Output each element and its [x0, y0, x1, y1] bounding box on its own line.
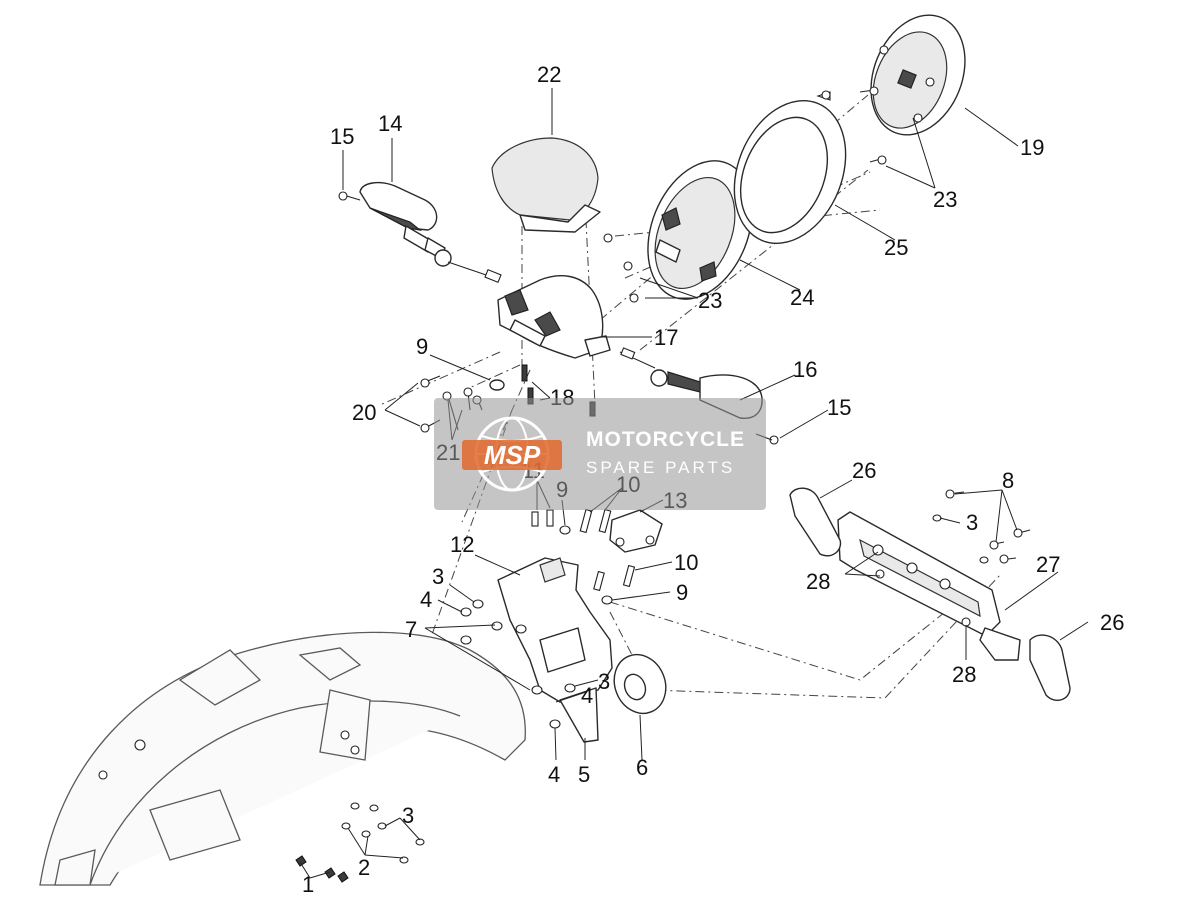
part-10-11-screws	[531, 508, 636, 605]
callout-3: 3	[966, 510, 978, 535]
callout-19: 19	[1020, 135, 1044, 160]
callout-3: 3	[432, 564, 444, 589]
callout-27: 27	[1036, 552, 1060, 577]
part-26-side-reflectors	[789, 487, 1071, 702]
callout-5: 5	[578, 762, 590, 787]
watermark-tagline: SPARE PARTS	[586, 458, 736, 477]
part-25-lens-ring	[733, 99, 847, 245]
part-8-screws	[932, 489, 1031, 564]
callout-23: 23	[698, 288, 722, 313]
part-6-reflector	[613, 653, 667, 715]
watermark-banner: MSP MOTORCYCLE SPARE PARTS	[434, 398, 766, 510]
part-12-license-bracket	[497, 557, 613, 743]
callout-28: 28	[806, 569, 830, 594]
callout-20: 20	[352, 400, 376, 425]
callout-12: 12	[450, 532, 474, 557]
callout-10: 10	[674, 550, 698, 575]
callout-15: 15	[330, 124, 354, 149]
part-22-tail-cover	[491, 137, 601, 233]
callout-8: 8	[1002, 468, 1014, 493]
logo-text: MSP	[484, 440, 541, 470]
callout-24: 24	[790, 285, 814, 310]
part-19-lamp-body	[870, 14, 966, 136]
callout-9: 9	[676, 580, 688, 605]
callout-7: 7	[405, 617, 417, 642]
callout-4: 4	[420, 587, 432, 612]
callout-4: 4	[548, 762, 560, 787]
callout-26: 26	[1100, 610, 1124, 635]
callout-9: 9	[416, 334, 428, 359]
callout-26: 26	[852, 458, 876, 483]
globe-logo-icon: MSP	[462, 416, 562, 492]
callout-17: 17	[654, 325, 678, 350]
callout-3: 3	[402, 803, 414, 828]
callout-4: 4	[581, 683, 593, 708]
callout-3: 3	[598, 669, 610, 694]
callout-16: 16	[793, 357, 817, 382]
callout-25: 25	[884, 235, 908, 260]
part-3-4-7-nuts	[460, 599, 576, 729]
part-27-plate-holder	[837, 511, 1021, 661]
rear-fender	[39, 631, 526, 886]
part-17-bracket	[497, 274, 611, 359]
callout-22: 22	[537, 62, 561, 87]
callout-2: 2	[358, 855, 370, 880]
callout-14: 14	[378, 111, 402, 136]
callout-28: 28	[952, 662, 976, 687]
part-24-lamp-base	[647, 160, 753, 300]
callout-1: 1	[302, 872, 314, 897]
part-14-left-turn-signal	[338, 181, 502, 284]
watermark-brand: MOTORCYCLE	[586, 428, 745, 451]
part-23-screws	[603, 86, 887, 303]
callout-23: 23	[933, 187, 957, 212]
callout-6: 6	[636, 755, 648, 780]
part-13-small-bracket	[609, 509, 663, 553]
part-1-2-3-fender-screws	[295, 802, 425, 883]
callout-15: 15	[827, 395, 851, 420]
